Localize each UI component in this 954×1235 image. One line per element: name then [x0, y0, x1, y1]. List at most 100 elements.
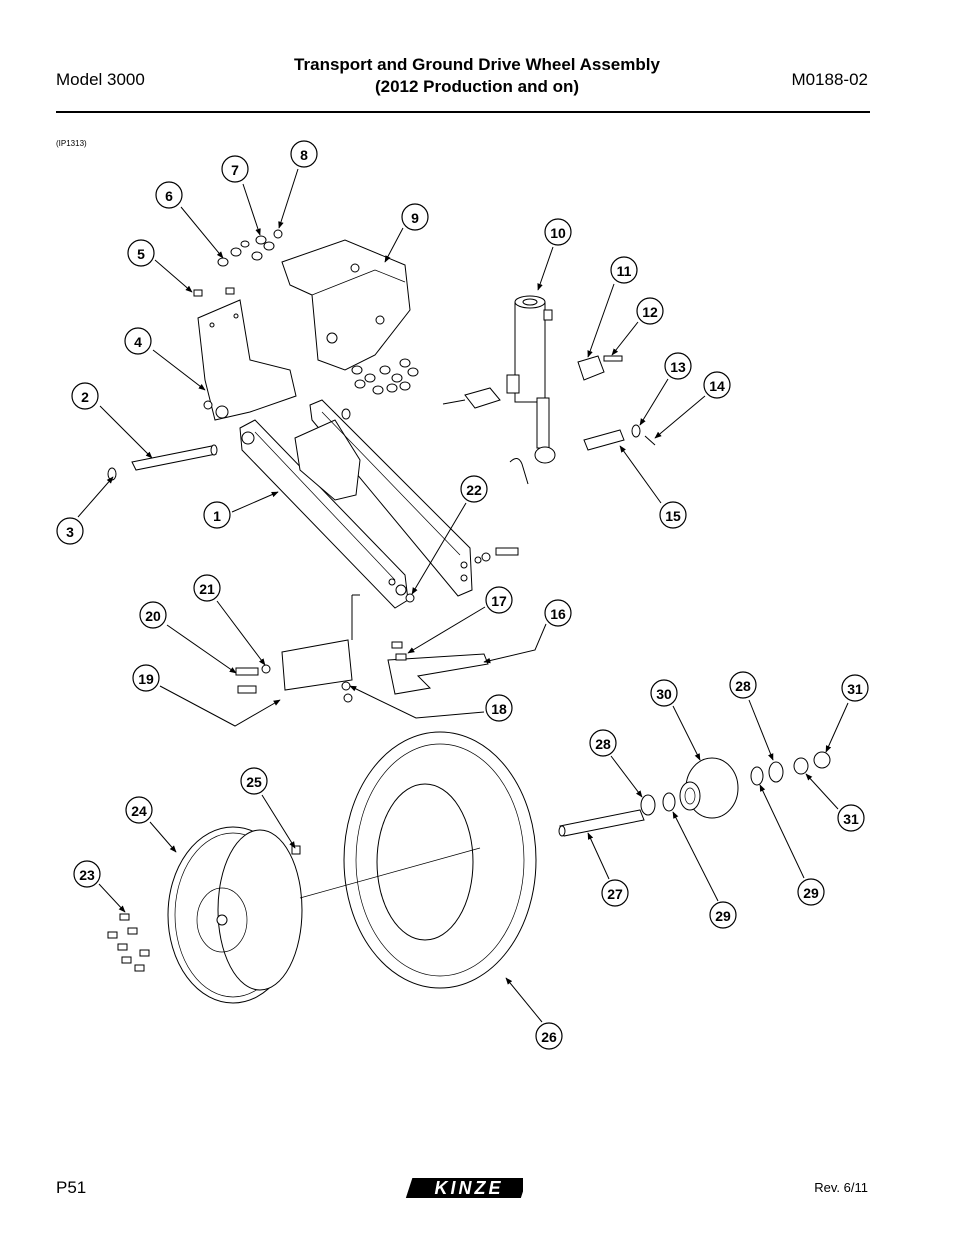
hydraulic-cylinder [442, 295, 556, 485]
callout-label: 17 [491, 593, 507, 609]
callout-label: 25 [246, 774, 262, 790]
callout-leader [231, 491, 279, 513]
callout-c27: 27 [587, 832, 629, 907]
callout-leader [349, 685, 485, 719]
callout-label: 20 [145, 608, 161, 624]
part-drawings [107, 229, 831, 1004]
hardware-top [193, 229, 283, 297]
callout-c18: 18 [349, 685, 513, 722]
callout-c22: 22 [411, 475, 488, 595]
callout-leader [384, 227, 404, 263]
callout-c21: 21 [193, 574, 266, 666]
callout-label: 29 [803, 885, 819, 901]
callout-circle [56, 517, 84, 545]
callout-c31b: 31 [805, 773, 865, 832]
callout-circle [837, 804, 865, 832]
main-arm [239, 399, 473, 609]
hub [679, 757, 739, 819]
callout-leader [407, 606, 486, 654]
callout-label: 12 [642, 304, 658, 320]
callout-c13: 13 [639, 352, 692, 426]
revision-label: Rev. 6/11 [814, 1180, 868, 1195]
callout-circle [650, 679, 678, 707]
callout-c29a: 29 [672, 811, 737, 929]
callout-leader [278, 168, 299, 229]
callout-leader [99, 405, 153, 459]
upper-frame-bracket [281, 239, 411, 371]
callout-leader [672, 811, 719, 902]
callout-circle [139, 601, 167, 629]
callout-label: 8 [300, 147, 308, 163]
callout-label: 13 [670, 359, 686, 375]
callout-c14: 14 [654, 371, 731, 439]
kinze-logo-text: KINZE [435, 1178, 504, 1198]
cylinder-pin [583, 424, 656, 451]
callout-label: 27 [607, 886, 623, 902]
callout-circle [709, 901, 737, 929]
callout-c1: 1 [203, 491, 279, 529]
callout-label: 15 [665, 508, 681, 524]
callout-circle [485, 586, 513, 614]
callout-leader [483, 623, 547, 664]
callout-label: 23 [79, 867, 95, 883]
callout-label: 16 [550, 606, 566, 622]
kinze-logo: KINZE [405, 1176, 528, 1207]
callout-label: 11 [617, 263, 632, 279]
callout-label: 1 [213, 508, 221, 524]
callout-group: 1234567891011121314151617181920212223242… [56, 140, 869, 1050]
callout-circle [610, 256, 638, 284]
callout-circle [636, 297, 664, 325]
callout-c4: 4 [124, 327, 206, 391]
page-title-line-1: Transport and Ground Drive Wheel Assembl… [294, 55, 660, 74]
callout-leader [154, 259, 193, 293]
callout-c24: 24 [125, 796, 177, 853]
tire [299, 731, 537, 989]
callout-circle [601, 879, 629, 907]
callout-leader [180, 206, 224, 259]
callout-c11: 11 [587, 256, 638, 358]
callout-leader [98, 883, 126, 913]
callout-c6: 6 [155, 181, 224, 259]
callout-label: 28 [595, 736, 611, 752]
callout-leader [166, 624, 237, 674]
callout-label: 24 [131, 803, 147, 819]
callout-circle [544, 599, 572, 627]
callout-c25: 25 [240, 767, 296, 849]
callout-c10: 10 [537, 218, 572, 291]
callout-circle [221, 155, 249, 183]
arm-hardware [405, 547, 519, 603]
callout-c15: 15 [619, 445, 687, 529]
callout-label: 29 [715, 908, 731, 924]
page-title: Transport and Ground Drive Wheel Assembl… [0, 54, 954, 98]
callout-label: 2 [81, 389, 89, 405]
callout-label: 5 [137, 246, 145, 262]
callout-c26: 26 [505, 977, 563, 1050]
callout-circle [203, 501, 231, 529]
callout-circle [124, 327, 152, 355]
callout-label: 7 [231, 162, 239, 178]
drive-tab [387, 641, 489, 695]
callout-leader [611, 321, 639, 356]
valve-stem [291, 845, 301, 855]
callout-label: 18 [491, 701, 507, 717]
callout-circle [729, 671, 757, 699]
callout-leader [537, 246, 554, 291]
callout-circle [127, 239, 155, 267]
callout-circle [664, 352, 692, 380]
callout-circle [485, 694, 513, 722]
callout-label: 6 [165, 188, 173, 204]
callout-circle [125, 796, 153, 824]
callout-leader [261, 794, 296, 849]
callout-label: 4 [134, 334, 142, 350]
bearings [640, 761, 784, 816]
callout-label: 3 [66, 524, 74, 540]
callout-c7: 7 [221, 155, 261, 236]
callout-label: 22 [466, 482, 482, 498]
callout-c16: 16 [483, 599, 572, 664]
lower-mount-plate [235, 594, 360, 703]
callout-c9: 9 [384, 203, 429, 263]
callout-label: 31 [847, 681, 863, 697]
callout-c3: 3 [56, 476, 114, 545]
callout-leader [610, 755, 643, 798]
document-number: M0188-02 [791, 70, 868, 89]
